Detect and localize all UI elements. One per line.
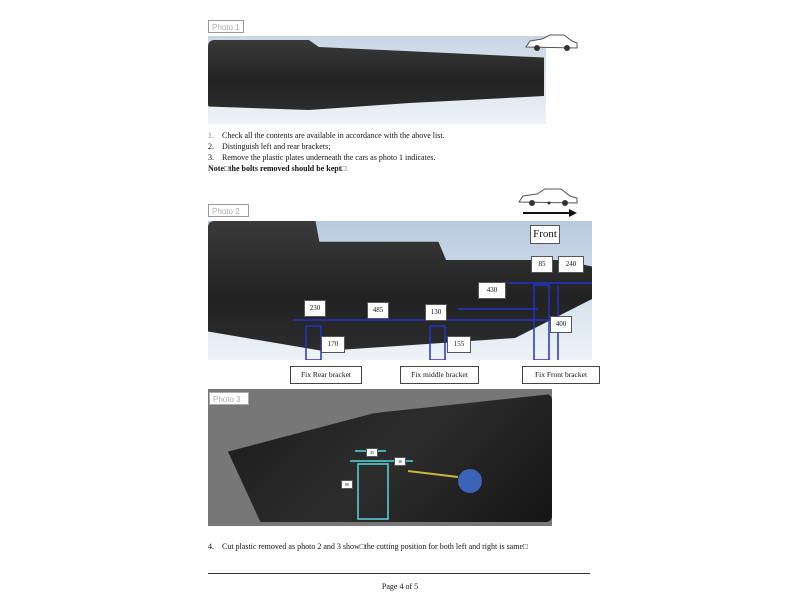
note: Note□the bolts removed should be kept□ (208, 164, 347, 173)
dimension-label: 155 (447, 336, 471, 353)
photo3-image: Photo 3 45 30 80 (208, 389, 552, 526)
dimension-label: 230 (304, 300, 326, 317)
step-number: 3. (208, 153, 214, 162)
photo2-image (208, 221, 592, 360)
dimension-label: 400 (550, 316, 572, 333)
dimension-label: 80 (341, 480, 353, 489)
dimension-label: 130 (425, 304, 447, 321)
dimension-label: 240 (558, 256, 584, 273)
fix-rear-bracket-label: Fix Rear bracket (290, 366, 362, 384)
fix-middle-bracket-label: Fix middle bracket (400, 366, 479, 384)
step-4: 4. Cut plastic removed as photo 2 and 3 s… (208, 542, 528, 551)
photo2-label: Photo 2 (208, 204, 249, 217)
photo1-label: Photo 1 (208, 20, 244, 33)
dimension-label: 485 (367, 302, 389, 319)
front-label: Front (530, 225, 560, 244)
step-text: Distinguish left and rear brackets; (222, 142, 331, 151)
step-text: Check all the contents are available in … (222, 131, 445, 140)
step-2: 2. Distinguish left and rear brackets; (208, 142, 330, 151)
dimension-label: 85 (531, 256, 553, 273)
step-3: 3. Remove the plastic plates underneath t… (208, 153, 436, 162)
dimension-label: 170 (321, 336, 345, 353)
fix-front-bracket-label: Fix Front bracket (522, 366, 600, 384)
photo1-image (208, 36, 546, 124)
footer-divider (208, 573, 590, 574)
photo3-label: Photo 3 (209, 392, 249, 405)
dimension-label: 30 (394, 457, 406, 466)
dimension-label: 45 (366, 448, 378, 457)
page-number: Page 4 of 5 (381, 582, 419, 591)
car-direction-icon (515, 186, 581, 218)
car-side-icon (522, 33, 580, 53)
step-1: 1. Check all the contents are available i… (208, 131, 445, 140)
step-text: Remove the plastic plates underneath the… (222, 153, 436, 162)
dimension-label: 430 (478, 282, 506, 299)
step-number: 2. (208, 142, 214, 151)
step-text: Cut plastic removed as photo 2 and 3 sho… (222, 542, 528, 551)
step-number: 1. (208, 131, 214, 140)
step-number: 4. (208, 542, 214, 551)
